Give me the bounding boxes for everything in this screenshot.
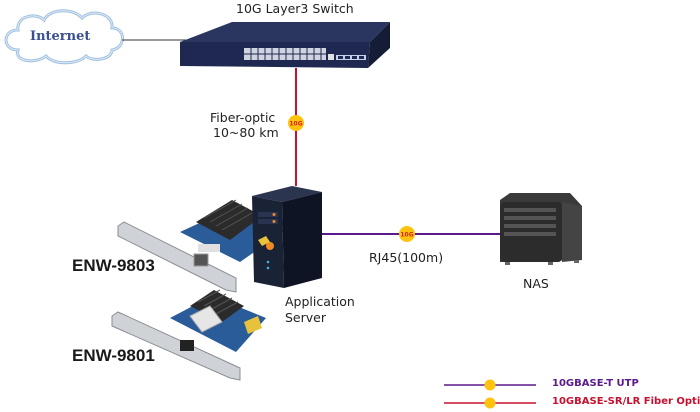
legend-fiber-label: 10GBASE-SR/LR Fiber Optic xyxy=(552,396,700,407)
legend-utp-badge xyxy=(484,379,496,391)
fiber-badge-text: 10G xyxy=(289,121,302,128)
server-label-line2: Server xyxy=(285,310,326,325)
fiber-label-line1: Fiber-optic xyxy=(210,110,276,125)
nic-enw-9801-label: ENW-9801 xyxy=(72,346,155,365)
server-icon xyxy=(252,186,322,288)
internet-label: Internet xyxy=(30,29,91,44)
switch-icon xyxy=(180,22,390,68)
nic-enw-9803-label: ENW-9803 xyxy=(72,256,155,275)
legend-fiber-badge xyxy=(484,397,496,409)
nas-label: NAS xyxy=(523,276,549,291)
server-label-line1: Application xyxy=(285,294,355,309)
fiber-badge xyxy=(288,115,304,131)
legend-utp-label: 10GBASE-T UTP xyxy=(552,378,639,389)
fiber-label-line2: 10~80 km xyxy=(213,125,279,140)
utp-badge-text: 10G xyxy=(400,232,413,239)
nic-enw-9801-icon xyxy=(111,289,266,381)
nas-icon xyxy=(500,193,582,265)
copper-label: RJ45(100m) xyxy=(369,250,444,265)
switch-label: 10G Layer3 Switch xyxy=(236,1,354,16)
internet-cloud-icon xyxy=(4,9,124,65)
utp-badge xyxy=(399,226,415,242)
